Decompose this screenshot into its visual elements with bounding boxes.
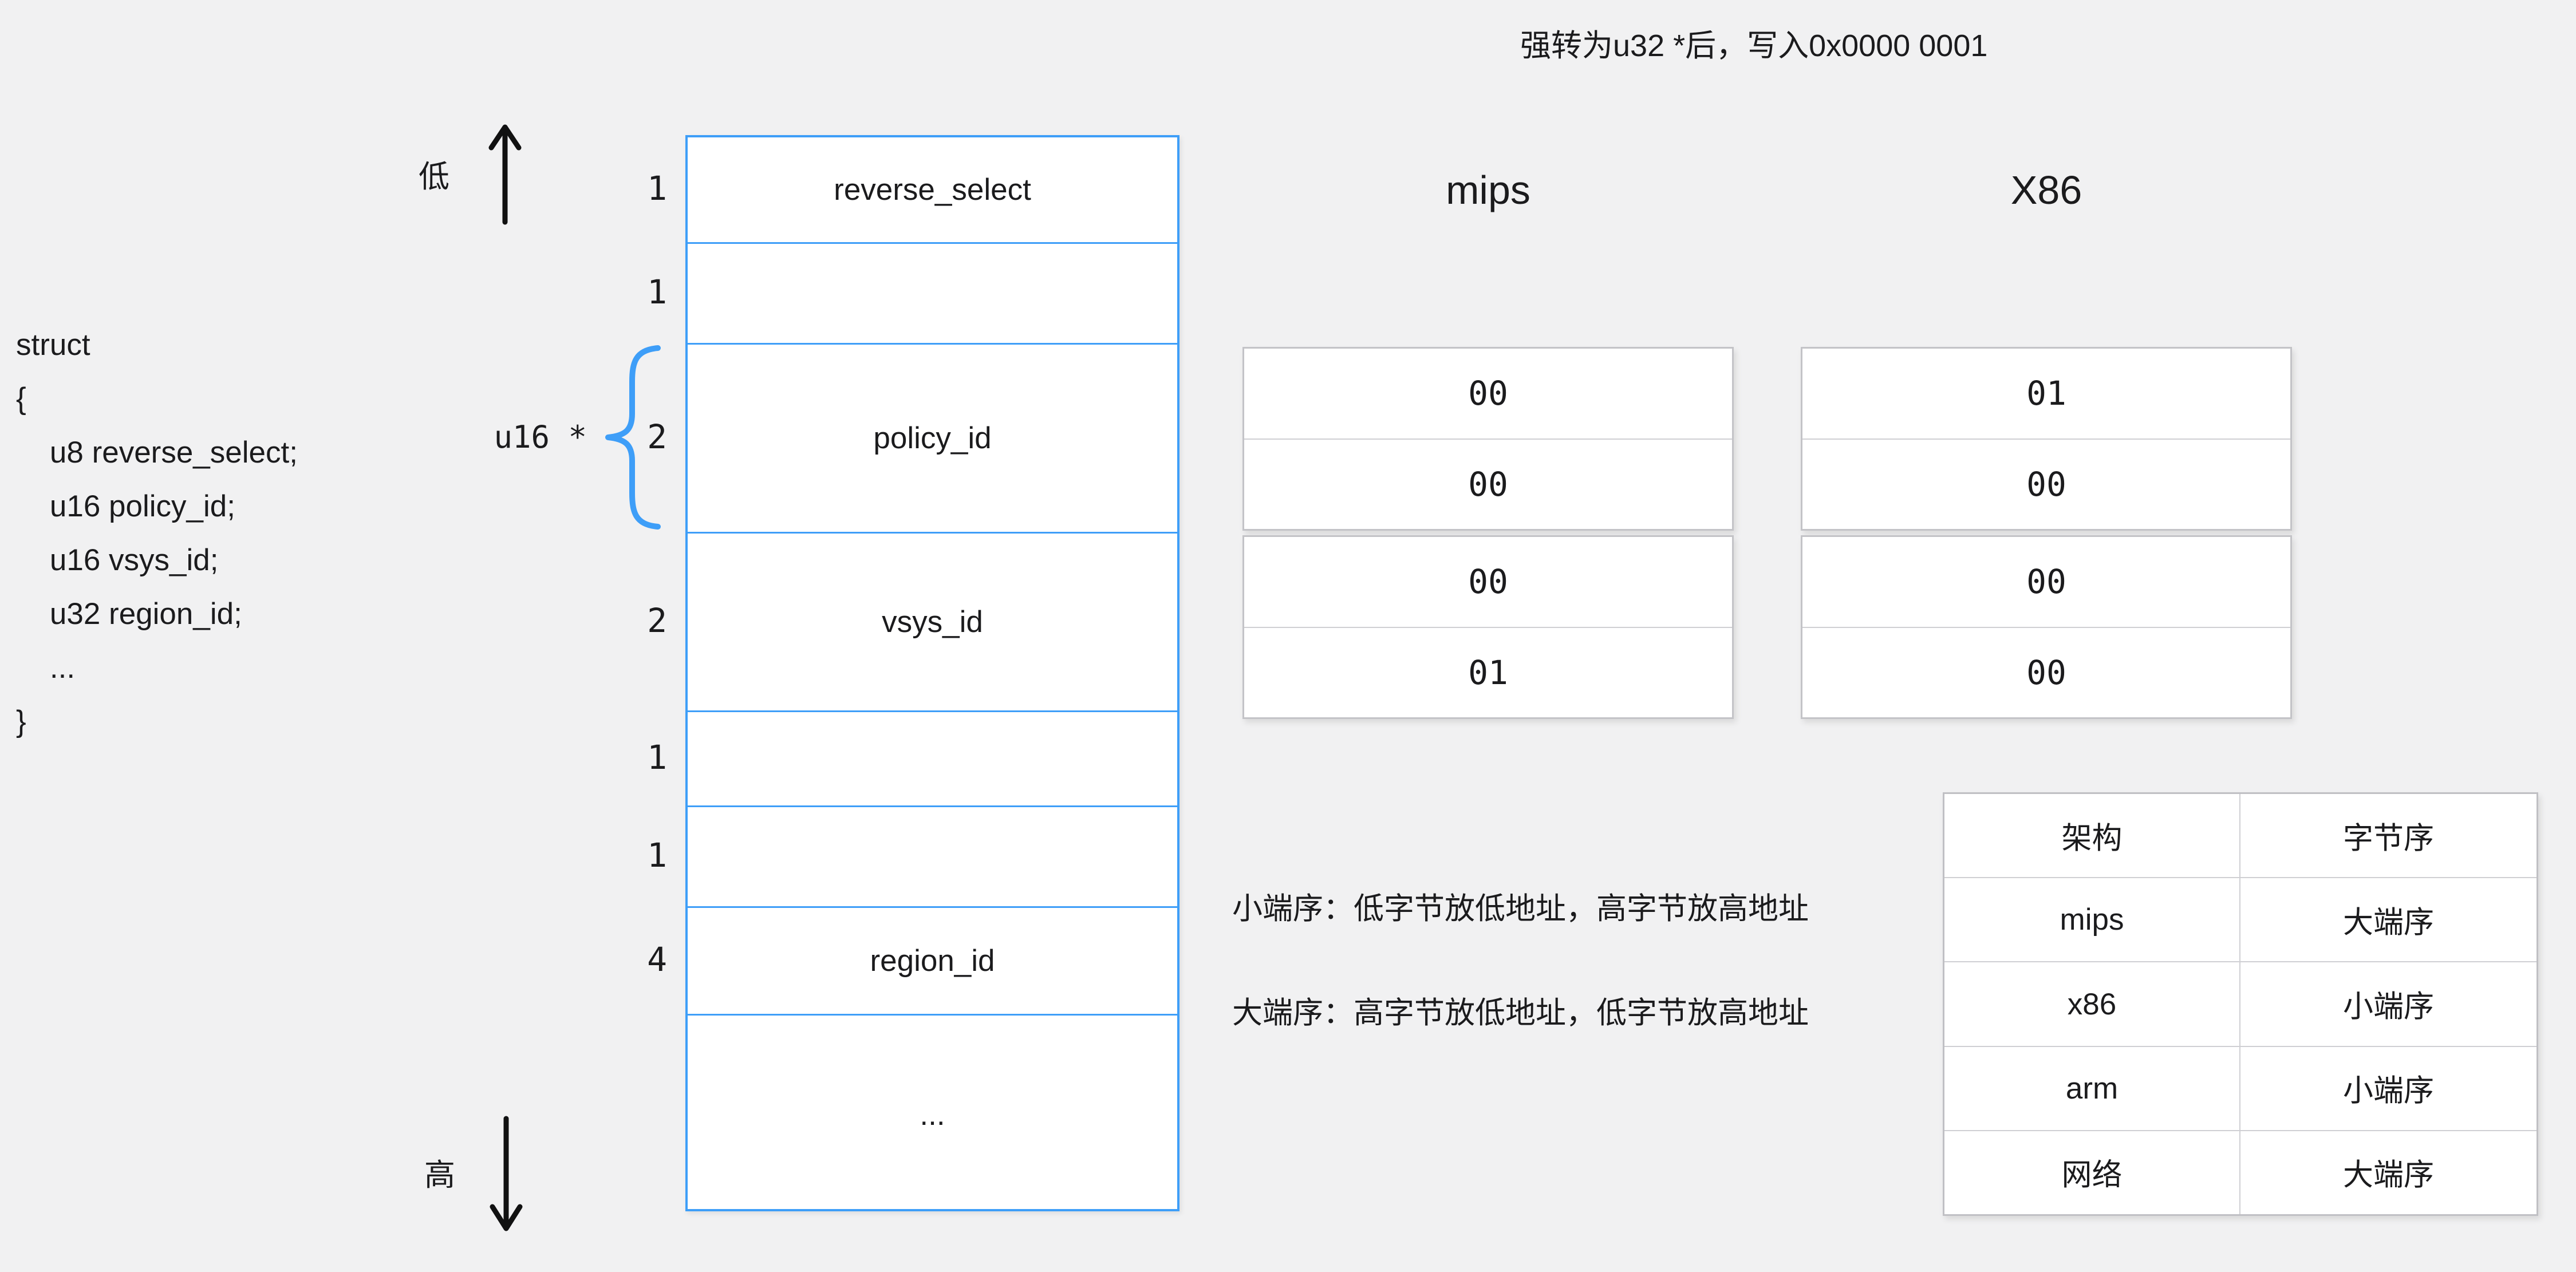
byte-group-X86-1: 00 00: [1801, 535, 2292, 719]
arch-table-cell-2-1: 小端序: [2343, 990, 2434, 1024]
down-arrow-icon: [490, 1116, 523, 1231]
memory-row-5: [688, 807, 1177, 908]
memory-row-4: [688, 712, 1177, 807]
arch-table-cell-1-1: 大端序: [2343, 905, 2434, 939]
byte-cell-X86-0: 01: [1802, 349, 2290, 440]
cast-write-note: 强转为u32 *后，写入0x0000 0001: [1520, 29, 1988, 63]
low-address-label: 低: [419, 160, 449, 194]
arch-table-row-1: x86 小端序: [1944, 962, 2536, 1047]
arch-table-row-2: arm 小端序: [1944, 1046, 2536, 1131]
byte-group-mips-1: 00 01: [1242, 535, 1734, 719]
struct-code-line-6: ...: [16, 651, 76, 685]
arch-table-cell-4-1: 大端序: [2343, 1158, 2434, 1192]
byte-cell-mips-1: 00: [1468, 464, 1508, 504]
struct-code-line-4: u16 vsys_id;: [16, 543, 219, 577]
memory-row-size-0: 1: [647, 169, 667, 208]
memory-row-6: region_id: [688, 908, 1177, 1016]
byte-group-X86-0: 01 00: [1801, 347, 2292, 531]
struct-code-line-7: }: [16, 705, 26, 738]
arch-table-cell-2-0: x86: [1944, 962, 2240, 1046]
curly-brace-icon: [605, 345, 661, 530]
memory-row-label-2: policy_id: [873, 421, 992, 455]
memory-row-label-3: vsys_id: [882, 605, 983, 639]
memory-row-label-7: ...: [920, 1097, 945, 1132]
memory-row-size-4: 1: [647, 738, 667, 777]
arch-table-cell-3-1: 小端序: [2343, 1074, 2434, 1108]
memory-row-size-5: 1: [647, 836, 667, 875]
arch-table-cell-4-0: 网络: [1944, 1131, 2240, 1215]
memory-row-size-6: 4: [647, 940, 667, 979]
byte-cell-X86-3: 00: [2026, 653, 2066, 692]
struct-code-line-3: u16 policy_id;: [16, 489, 236, 523]
struct-code-line-0: struct: [16, 328, 90, 362]
memory-row-size-3: 2: [647, 601, 667, 640]
memory-row-size-2: 2: [647, 417, 667, 456]
struct-code-line-5: u32 region_id;: [16, 597, 242, 631]
struct-code-line-1: {: [16, 382, 26, 416]
byte-column-title-X86: X86: [2010, 168, 2082, 212]
memory-row-2: policy_id: [688, 345, 1177, 534]
arch-table-cell-3-0: arm: [1944, 1046, 2240, 1130]
arch-endianness-table: 架构 字节序 mips 大端序 x86 小端序 arm 小端序网络 大端序: [1943, 792, 2538, 1216]
memory-row-label-6: region_id: [870, 944, 995, 978]
arch-table-header-cell-0-1: 字节序: [2343, 821, 2434, 855]
memory-row-label-0: reverse_select: [834, 173, 1031, 207]
memory-row-0: reverse_select: [688, 137, 1177, 244]
byte-cell-mips-0: 00: [1244, 349, 1732, 440]
endian-note-big: 大端序：高字节放低地址，低字节放高地址: [1232, 996, 1809, 1030]
u16-pointer-label: u16 *: [494, 419, 587, 455]
struct-code-block: struct { u8 reverse_select; u16 policy_id…: [16, 318, 298, 749]
byte-cell-mips-3: 01: [1468, 653, 1508, 692]
memory-row-3: vsys_id: [688, 534, 1177, 712]
memory-layout-box: reverse_select policy_id vsys_id region_id.…: [685, 135, 1179, 1211]
byte-cell-X86-1: 00: [2026, 464, 2066, 504]
byte-group-mips-0: 00 00: [1242, 347, 1734, 531]
high-address-label: 高: [424, 1158, 455, 1192]
struct-code-line-2: u8 reverse_select;: [16, 436, 298, 469]
arch-table-header-row: 架构 字节序: [1944, 794, 2536, 879]
arch-table-header-cell-0-0: 架构: [1944, 794, 2240, 878]
up-arrow-icon: [488, 124, 522, 225]
byte-column-title-mips: mips: [1446, 168, 1530, 212]
memory-row-size-1: 1: [647, 272, 667, 311]
arch-table-row-0: mips 大端序: [1944, 878, 2536, 963]
arch-table-row-3: 网络 大端序: [1944, 1131, 2536, 1215]
endian-note-little: 小端序：低字节放低地址，高字节放高地址: [1232, 892, 1809, 926]
byte-cell-X86-2: 00: [1802, 537, 2290, 628]
memory-row-1: [688, 244, 1177, 345]
arch-table-cell-1-0: mips: [1944, 878, 2240, 962]
memory-row-7: ...: [688, 1016, 1177, 1209]
byte-cell-mips-2: 00: [1244, 537, 1732, 628]
